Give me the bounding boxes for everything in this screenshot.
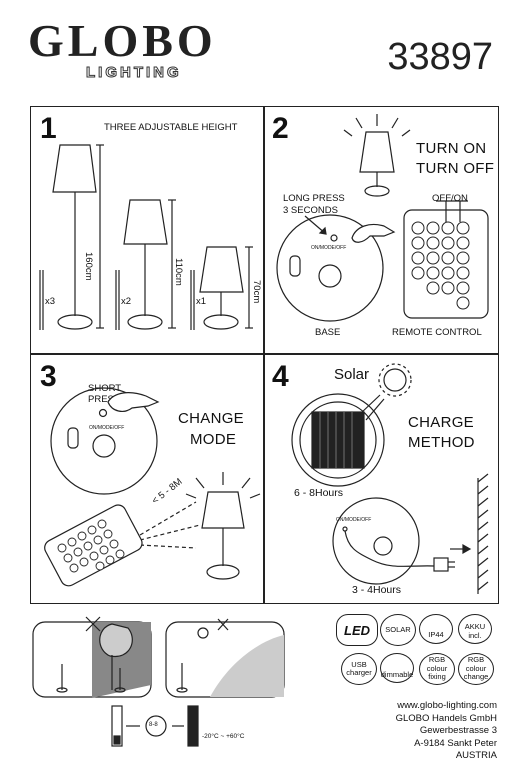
address-country: AUSTRIA — [455, 750, 497, 761]
mode-button-label: ON/MODE/OFF — [89, 425, 125, 431]
badge-rgb-change: RGB colour change — [458, 653, 494, 685]
off-on-label: OFF/ON — [432, 193, 468, 204]
model-number: 33897 — [387, 36, 493, 78]
count-x3: x3 — [45, 296, 56, 307]
change-mode-label-1: CHANGE — [178, 410, 244, 427]
count-x2: x2 — [121, 296, 132, 307]
address-street: Gewerbestrasse 3 — [419, 725, 497, 736]
rgb-fixing-text-1: RGB — [428, 655, 446, 665]
dimmable-text: dimmable — [380, 669, 414, 679]
base-button-label: ON/MODE/OFF — [311, 245, 347, 251]
brand-logo: GLOBO — [28, 15, 217, 66]
usb-text-1: USB — [351, 659, 367, 669]
base-label: BASE — [315, 327, 341, 338]
charge-method-label-1: CHARGE — [408, 414, 474, 431]
address-website[interactable]: www.globo-lighting.com — [397, 700, 497, 711]
turn-off-label: TURN OFF — [416, 160, 495, 177]
charge-button-label: ON/MODE/OFF — [336, 517, 372, 523]
akku-text-1: AKKU — [464, 622, 486, 631]
long-press-label-2: 3 SECONDS — [283, 205, 338, 216]
panel-step-2 — [263, 106, 499, 355]
brand-sub: LIGHTING — [86, 64, 182, 82]
usb-charge-time: 3 - 4Hours — [352, 584, 402, 596]
step-3-number: 3 — [40, 360, 57, 393]
step-2-number: 2 — [272, 112, 289, 145]
rgb-fixing-text-2: colour — [426, 663, 448, 673]
panel-step-3 — [30, 353, 265, 604]
count-x1: x1 — [196, 296, 207, 307]
badge-led: LED — [336, 614, 378, 646]
badge-rgb-fixing: RGB colour fixing — [419, 653, 455, 685]
solar-badge-text: SOLAR — [385, 624, 411, 634]
badge-dimmable: dimmable — [380, 653, 414, 683]
solar-label: Solar — [334, 366, 370, 383]
rgb-change-text-3: change — [463, 672, 489, 682]
rgb-fixing-text-3: fixing — [428, 672, 446, 682]
battery-temperature: -20°C ~ +60°C — [202, 733, 245, 740]
company-address: www.globo-lighting.com GLOBO Handels Gmb… — [396, 700, 497, 763]
long-press-label-1: LONG PRESS — [283, 193, 345, 204]
turn-on-label: TURN ON — [416, 140, 487, 157]
solar-charge-time: 6 - 8Hours — [294, 487, 344, 499]
change-mode-label-2: MODE — [190, 431, 237, 448]
akku-text-2: incl. — [468, 630, 482, 640]
battery-charge-label: 8-8 — [149, 722, 158, 728]
usb-text-2: charger — [346, 668, 372, 677]
charge-method-label-2: METHOD — [408, 434, 475, 451]
panel-step-1 — [30, 106, 265, 355]
step-1-number: 1 — [40, 112, 57, 145]
remote-label: REMOTE CONTROL — [392, 327, 482, 338]
step-1-title: THREE ADJUSTABLE HEIGHT — [104, 122, 238, 133]
rgb-change-text-2: colour — [465, 663, 487, 673]
step-4-number: 4 — [272, 360, 289, 393]
panel-step-4 — [263, 353, 499, 604]
ip44-text: IP44 — [428, 629, 444, 639]
badge-usb: USB charger — [341, 653, 377, 685]
badge-akku: AKKU incl. — [458, 614, 492, 644]
badge-solar: SOLAR — [380, 614, 416, 646]
led-text: LED — [344, 622, 370, 638]
rgb-change-text-1: RGB — [467, 655, 485, 665]
address-city: A-9184 Sankt Peter — [414, 737, 497, 749]
badge-ip44: IP44 — [419, 614, 453, 644]
short-press-label-2: PRESS — [88, 394, 121, 405]
address-company: GLOBO Handels GmbH — [395, 712, 497, 724]
